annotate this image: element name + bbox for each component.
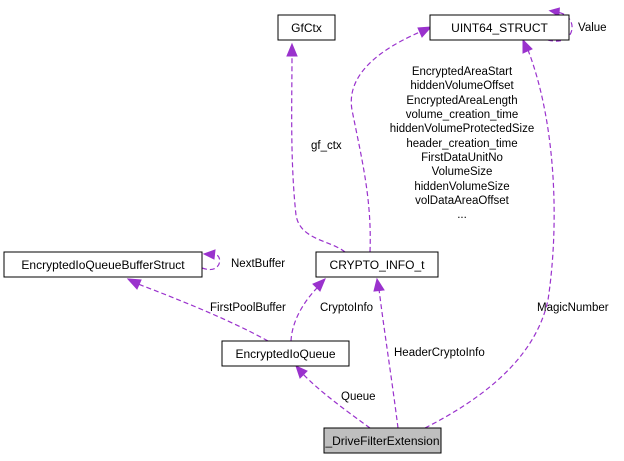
- edge-gfctx-crypto: [286, 42, 346, 253]
- edge-label-field-list: EncryptedAreaStart hiddenVolumeOffset En…: [390, 66, 535, 221]
- field-label: hiddenVolumeOffset: [410, 80, 514, 92]
- edge-label-crypto-info: CryptoInfo: [320, 302, 373, 314]
- field-label: EncryptedAreaStart: [412, 66, 513, 78]
- field-label: header_creation_time: [406, 138, 517, 150]
- edge-label-next-buffer: NextBuffer: [231, 258, 285, 270]
- node-label: _DriveFilterExtension: [324, 434, 439, 448]
- edge-label-header-crypto-info: HeaderCryptoInfo: [394, 347, 485, 359]
- node-label: EncryptedIoQueueBufferStruct: [21, 258, 185, 272]
- node-uint64-struct[interactable]: UINT64_STRUCT: [429, 14, 570, 41]
- field-label: FirstDataUnitNo: [421, 152, 503, 164]
- edge-buffer-queue: [126, 278, 269, 342]
- node-drive-filter-extension[interactable]: _DriveFilterExtension: [323, 427, 442, 454]
- edge-crypto-drive: [373, 277, 399, 429]
- node-crypto-info[interactable]: CRYPTO_INFO_t: [315, 251, 439, 278]
- node-label: GfCtx: [291, 21, 322, 35]
- node-label: EncryptedIoQueue: [235, 347, 335, 361]
- edge-uint64-drive: [424, 38, 555, 429]
- edge-queue-drive: [295, 365, 371, 429]
- node-encrypted-io-queue[interactable]: EncryptedIoQueue: [221, 340, 350, 367]
- edge-label-gf-ctx: gf_ctx: [311, 140, 342, 152]
- edge-uint64-crypto: [350, 26, 433, 253]
- field-label: EncryptedAreaLength: [406, 95, 517, 107]
- field-label: ...: [457, 209, 467, 221]
- field-label: volume_creation_time: [406, 109, 519, 121]
- edge-label-queue: Queue: [341, 391, 376, 403]
- field-label: VolumeSize: [432, 166, 493, 178]
- edge-label-magic-number: MagicNumber: [537, 302, 609, 314]
- edge-label-first-pool-buffer: FirstPoolBuffer: [210, 302, 286, 314]
- edge-buffer-self: [201, 249, 221, 271]
- edge-label-value: Value: [578, 22, 607, 34]
- field-label: volDataAreaOffset: [415, 195, 510, 207]
- edge-crypto-queue: [290, 278, 326, 342]
- node-label: UINT64_STRUCT: [451, 21, 548, 35]
- edge-uint64-self: [547, 7, 573, 42]
- node-gfctx[interactable]: GfCtx: [277, 14, 336, 41]
- node-buffer-struct[interactable]: EncryptedIoQueueBufferStruct: [3, 251, 203, 278]
- node-label: CRYPTO_INFO_t: [330, 258, 426, 272]
- field-label: hiddenVolumeSize: [414, 181, 509, 193]
- field-label: hiddenVolumeProtectedSize: [390, 123, 535, 135]
